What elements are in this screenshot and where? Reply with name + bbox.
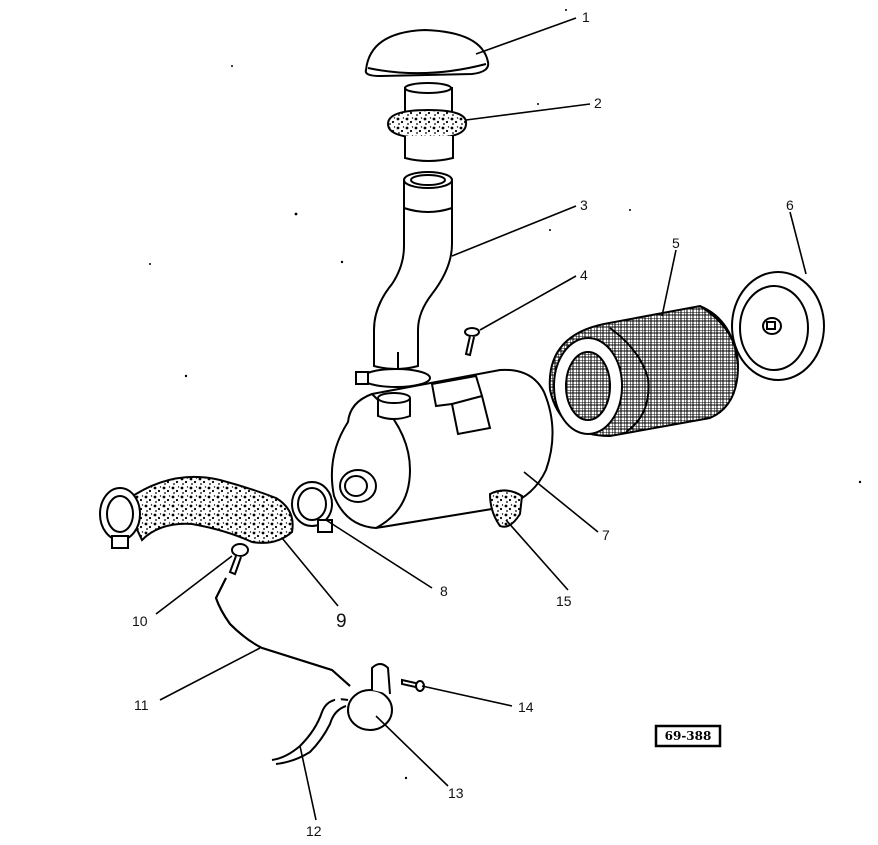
leader-11: [159, 647, 261, 701]
fitting-10: [228, 543, 249, 576]
callout-4: 4: [580, 267, 588, 283]
leader-14: [421, 685, 513, 707]
leader-5: [661, 249, 677, 317]
rain-cap: [364, 28, 490, 78]
leader-9: [281, 537, 339, 607]
screw-4: [464, 327, 480, 357]
top-outlet-clamp: [355, 368, 431, 388]
callout-2: 2: [594, 95, 602, 111]
callout-13: 13: [448, 785, 464, 801]
leader-3: [451, 205, 577, 257]
callout-11: 11: [134, 697, 149, 713]
leader-12: [299, 745, 317, 821]
leader-7: [523, 471, 599, 533]
callout-3: 3: [580, 197, 588, 213]
wiring: [271, 697, 349, 765]
vacuum-line: [214, 577, 351, 687]
leader-13: [375, 715, 449, 787]
callout-12: 12: [306, 823, 322, 839]
callout-14: 14: [518, 699, 534, 715]
callout-8: 8: [440, 583, 448, 599]
callout-15: 15: [556, 593, 572, 609]
end-cover: [731, 271, 825, 381]
dust-valve: [488, 489, 524, 528]
callout-labels: 1 2 3 4 5 6 7 8 9 10 11 12 13 14 15: [132, 9, 794, 839]
callout-7: 7: [602, 527, 610, 543]
callout-10: 10: [132, 613, 148, 629]
reference-code-box: 69-388: [654, 724, 722, 748]
restriction-indicator: [347, 663, 393, 731]
leader-6: [789, 211, 807, 275]
scan-speckles: [149, 9, 862, 780]
callout-9: 9: [336, 611, 347, 632]
leader-2: [465, 103, 591, 121]
callout-6: 6: [786, 197, 794, 213]
callout-5: 5: [672, 235, 680, 251]
reference-code: 69-388: [665, 729, 712, 743]
air-cleaner-body: [330, 368, 554, 530]
leader-15: [505, 519, 569, 591]
rubber-elbow-hose: [99, 475, 294, 549]
pre-cleaner: [386, 82, 468, 162]
filter-element: [548, 304, 740, 438]
leader-4: [479, 275, 577, 331]
leader-lines: [155, 17, 807, 821]
screw-14: [401, 678, 425, 692]
leader-1: [475, 17, 577, 55]
hose-clamp-8: [291, 481, 333, 533]
intake-pipe: [373, 171, 453, 370]
leader-8: [325, 519, 433, 589]
callout-1: 1: [582, 9, 590, 25]
leader-10: [155, 555, 233, 615]
